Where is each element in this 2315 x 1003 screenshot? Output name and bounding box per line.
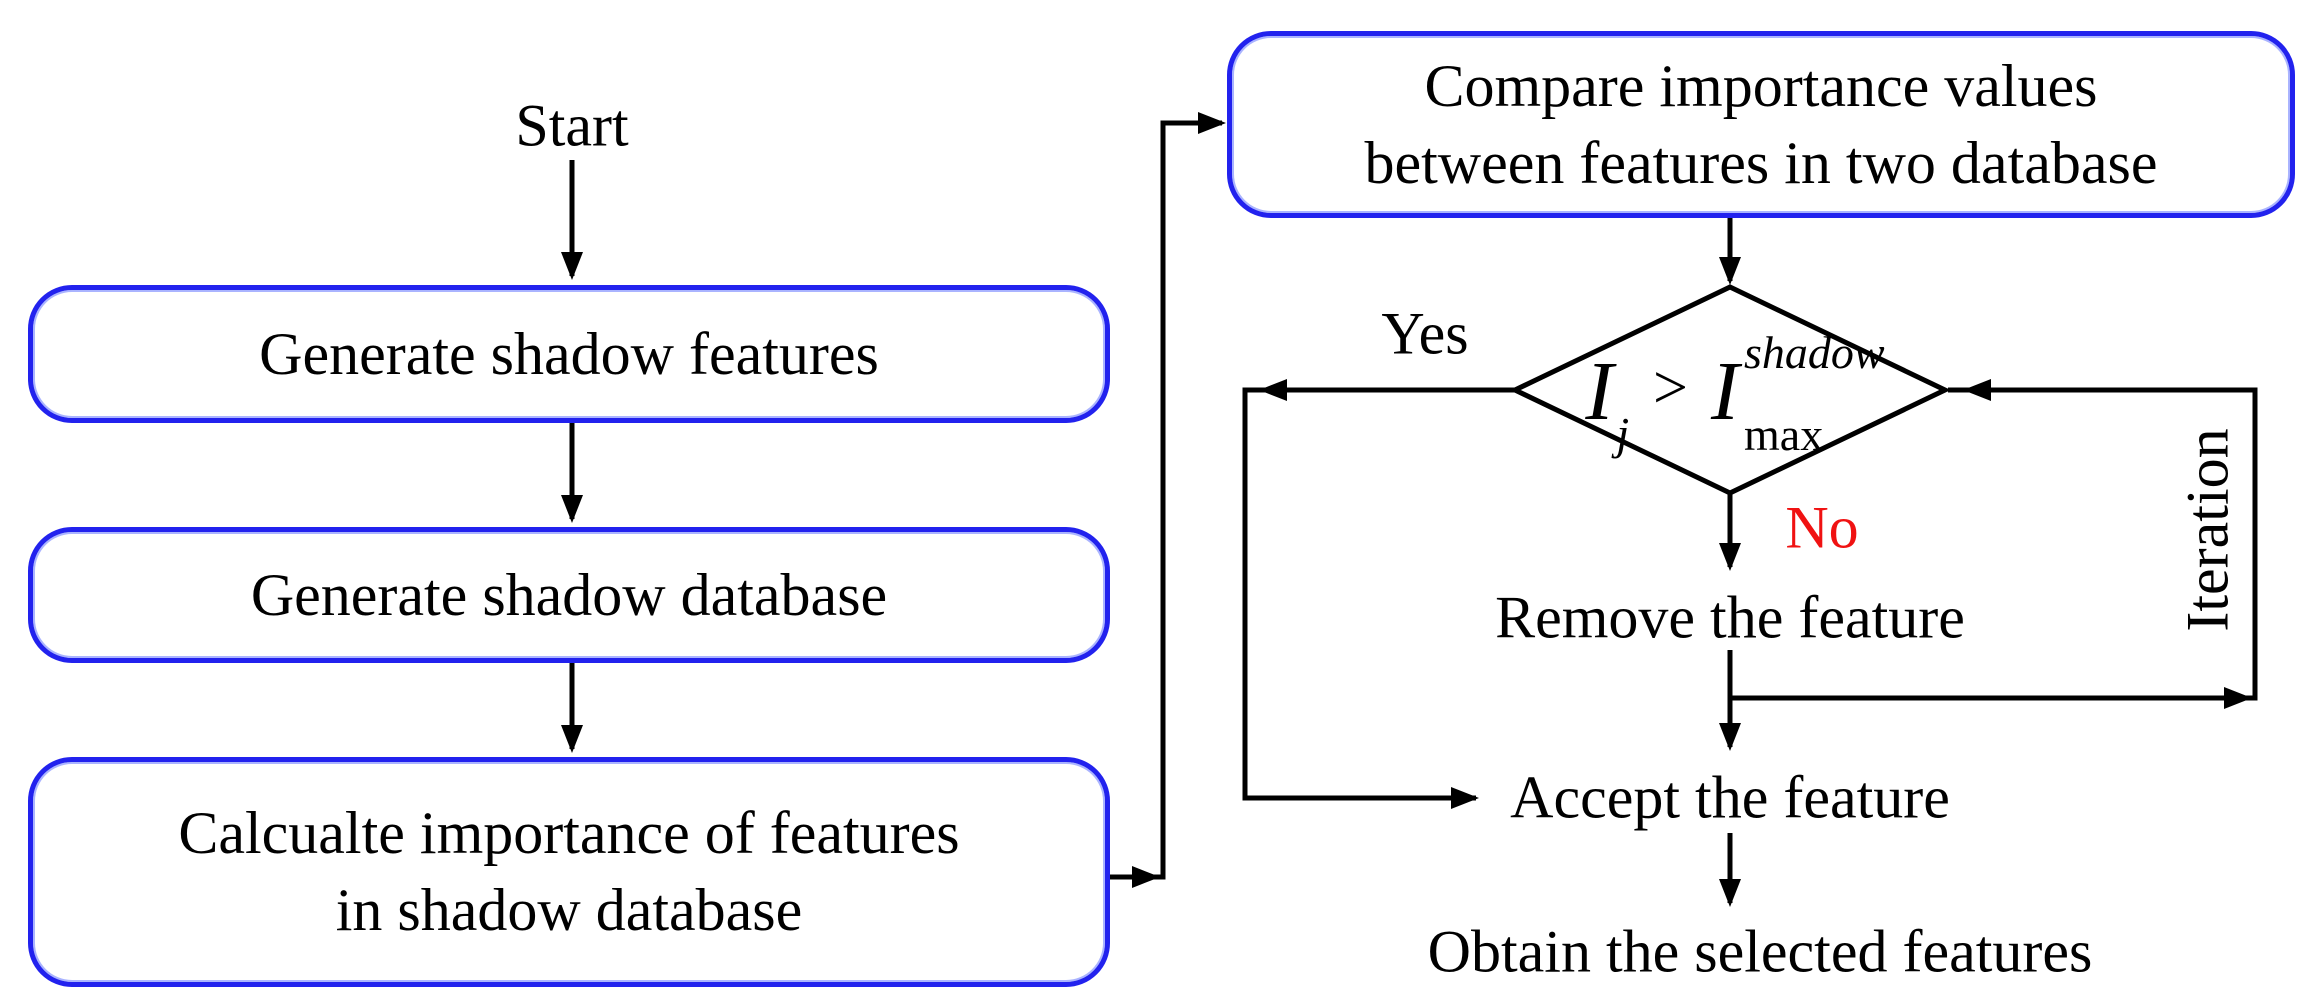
decision-rhs-superscript: shadow: [1744, 327, 1885, 378]
decision-lhs-subscript: j: [1616, 408, 1630, 459]
process-box-compare-importance: Compare importance values between featur…: [1227, 31, 2295, 218]
arrowhead-accept-to-obtain: [1719, 879, 1741, 907]
calculate-importance-line2: in shadow database: [335, 877, 803, 943]
no-branch-label: No: [1785, 494, 1859, 561]
arrowhead-into-accept: [1451, 787, 1479, 809]
decision-operator: >: [1649, 353, 1692, 422]
generate-shadow-features-label: Generate shadow features: [259, 320, 879, 387]
arrowhead-features-to-database: [561, 495, 583, 523]
arrowhead-remove-to-accept: [1719, 723, 1741, 751]
connector-iteration-loop: [1730, 387, 2258, 701]
arrowhead-into-compare: [1198, 112, 1226, 134]
decision-lhs-base: I: [1585, 345, 1614, 438]
decision-rhs-subscript: max: [1744, 409, 1824, 460]
process-box-calculate-importance: Calcualte importance of features in shad…: [28, 757, 1110, 987]
arrowhead-database-to-importance: [561, 725, 583, 753]
compare-importance-line1: Compare importance values: [1424, 52, 2098, 119]
compare-importance-line2: between features in two database: [1364, 129, 2158, 196]
decision-rhs-scripts: shadow max: [1744, 330, 1885, 458]
arrowhead-decision-to-remove: [1719, 543, 1741, 571]
remove-feature-label: Remove the feature: [1495, 584, 1965, 651]
calculate-importance-line1: Calcualte importance of features: [178, 800, 960, 867]
obtain-selected-features-label: Obtain the selected features: [1427, 918, 2093, 985]
arrowhead-yes-left: [1259, 379, 1287, 401]
connector-yes-loop: [1242, 387, 1515, 801]
arrowhead-compare-to-decision: [1719, 257, 1741, 285]
iteration-label: Iteration: [2174, 428, 2241, 632]
generate-shadow-database-label: Generate shadow database: [250, 561, 888, 628]
accept-feature-label: Accept the feature: [1510, 764, 1950, 831]
yes-branch-label: Yes: [1381, 300, 1469, 367]
arrowhead-into-iteration-line: [2224, 687, 2252, 709]
decision-rhs-base: I: [1711, 345, 1739, 438]
arrowhead-start-to-generate-features: [561, 252, 583, 280]
arrowhead-iteration-into-decision: [1963, 379, 1991, 401]
arrowhead-into-elbow: [1132, 866, 1160, 888]
connector-importance-to-compare: [1110, 120, 1222, 880]
process-box-generate-shadow-database: Generate shadow database: [28, 527, 1110, 663]
start-label: Start: [515, 92, 629, 159]
process-box-generate-shadow-features: Generate shadow features: [28, 285, 1110, 423]
